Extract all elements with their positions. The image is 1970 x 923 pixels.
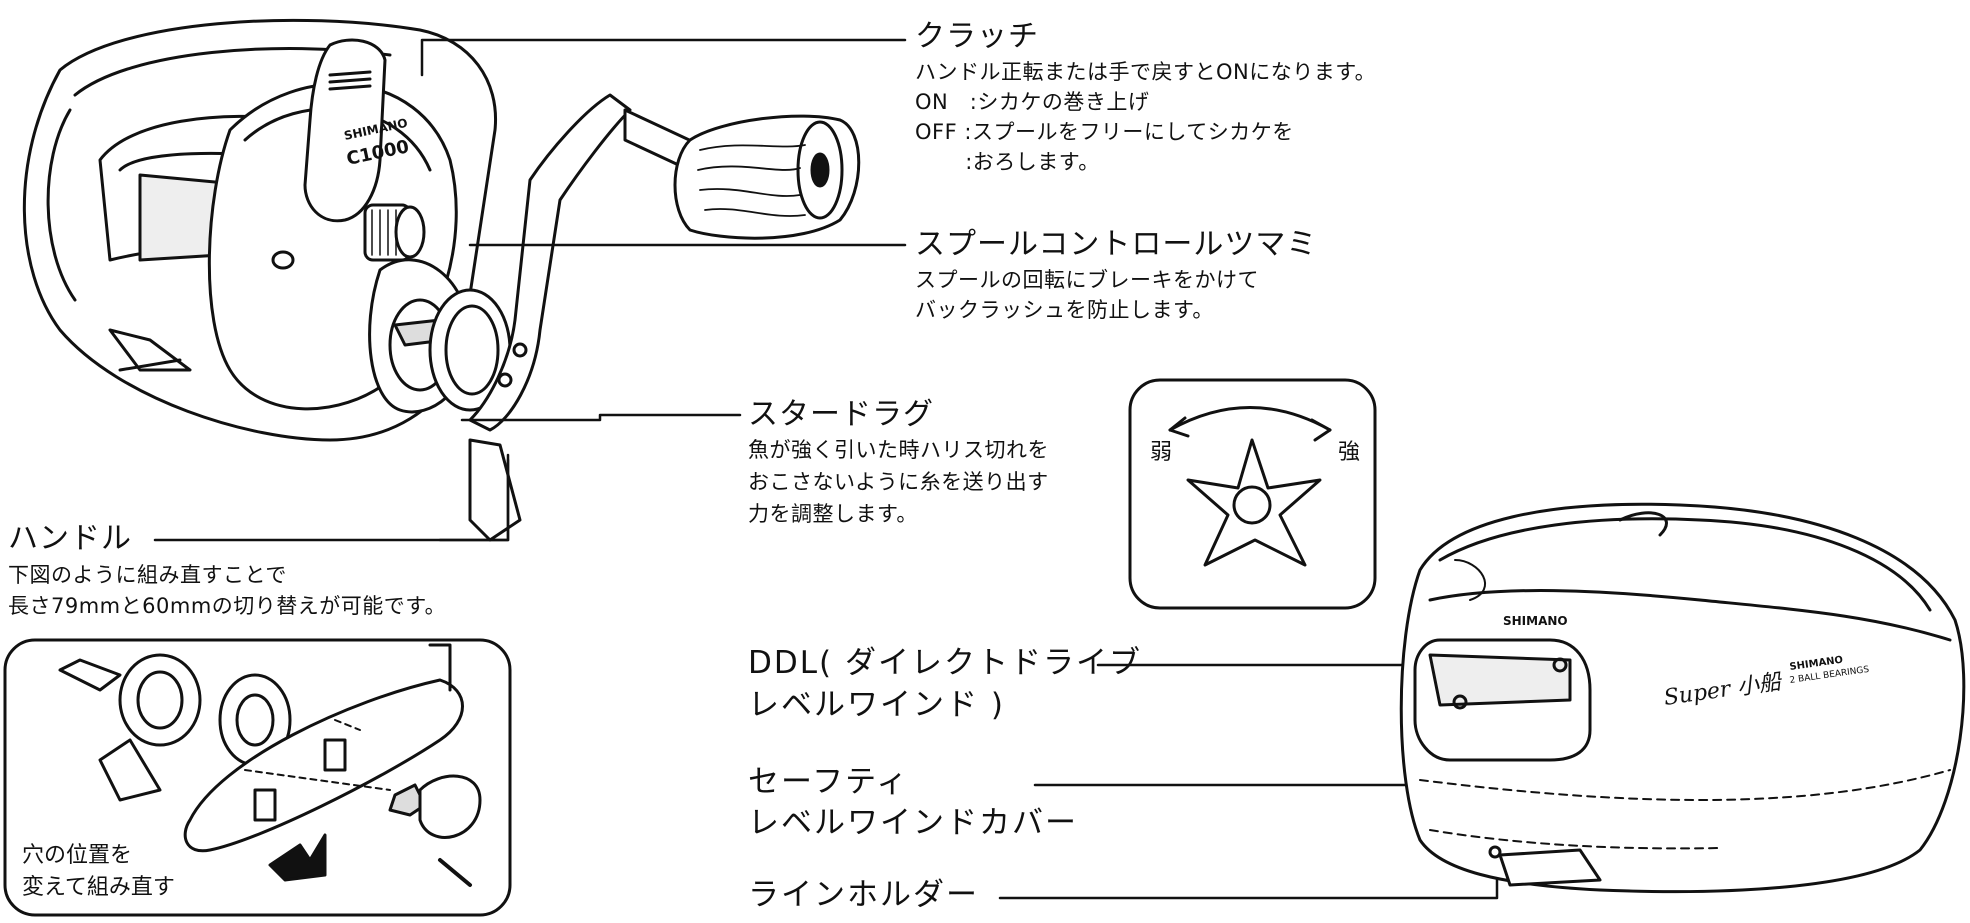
spool-knob-desc-line-2: バックラッシュを防止します。 [915,298,1214,322]
clutch-desc-line-3: OFF :スプールをフリーにしてシカケを [915,120,1294,144]
safety-cover-label-line-1: セーフティ [748,764,910,800]
clutch-desc-line-4: :おろします。 [915,150,1100,174]
reel-body-illustration [22,18,861,542]
star-drag-desc-line-2: おこさないように糸を送り出す [748,470,1049,494]
cover-brand-mark: SHIMANO [1503,614,1568,628]
star-drag-desc-line-1: 魚が強く引いた時ハリス切れを [748,438,1049,462]
star-drag-title: スタードラグ [748,397,934,432]
inset-note-line-2: 変えて組み直す [22,875,175,900]
clutch-desc-line-1: ハンドル正転または手で戻すとONになります。 [915,60,1377,84]
clutch-desc-line-2: ON :シカケの巻き上げ [915,90,1150,114]
clutch-title: クラッチ [915,19,1039,54]
handle-reassembly-inset [3,638,512,917]
level-wind-cover-illustration [1399,502,1966,894]
line-holder-label: ラインホルダー [748,877,979,913]
safety-cover-label-line-2: レベルワインドカバー [748,805,1078,841]
star-drag-desc-line-3: 力を調整します。 [748,502,918,526]
ddl-label-line-2: レベルワインド ) [748,687,1005,723]
star-strong-label: 強 [1338,440,1361,465]
star-drag-inset [1128,378,1377,610]
star-weak-label: 弱 [1150,440,1173,465]
spool-knob-desc-line-1: スプールの回転にブレーキをかけて [915,268,1259,292]
inset-note-line-1: 穴の位置を [22,843,133,868]
handle-title: ハンドル [8,521,132,556]
ddl-label-line-1: DDL( ダイレクトドライブ [748,645,1142,681]
spool-knob-title: スプールコントロールツマミ [915,227,1318,262]
handle-desc-line-1: 下図のように組み直すことで [8,563,287,587]
handle-desc-line-2: 長さ79mmと60mmの切り替えが可能です。 [8,594,447,618]
